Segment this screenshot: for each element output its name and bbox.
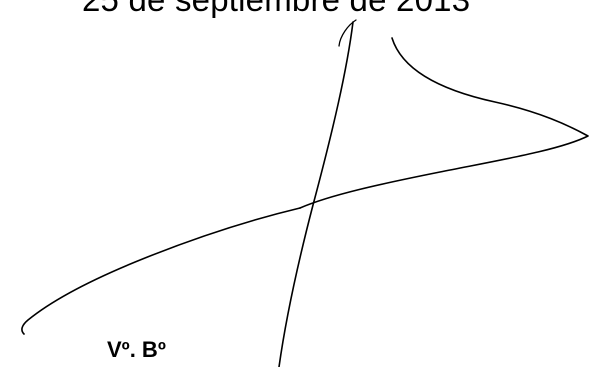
document-date: 25 de septiembre de 2013 [82, 0, 470, 20]
signature-stroke-sweep [299, 37, 589, 209]
signature-stroke-vertical [278, 21, 354, 367]
approval-label: Vº. Bº [107, 337, 166, 362]
signature-stroke-tail [21, 207, 301, 335]
signature-stroke-top [338, 19, 357, 47]
